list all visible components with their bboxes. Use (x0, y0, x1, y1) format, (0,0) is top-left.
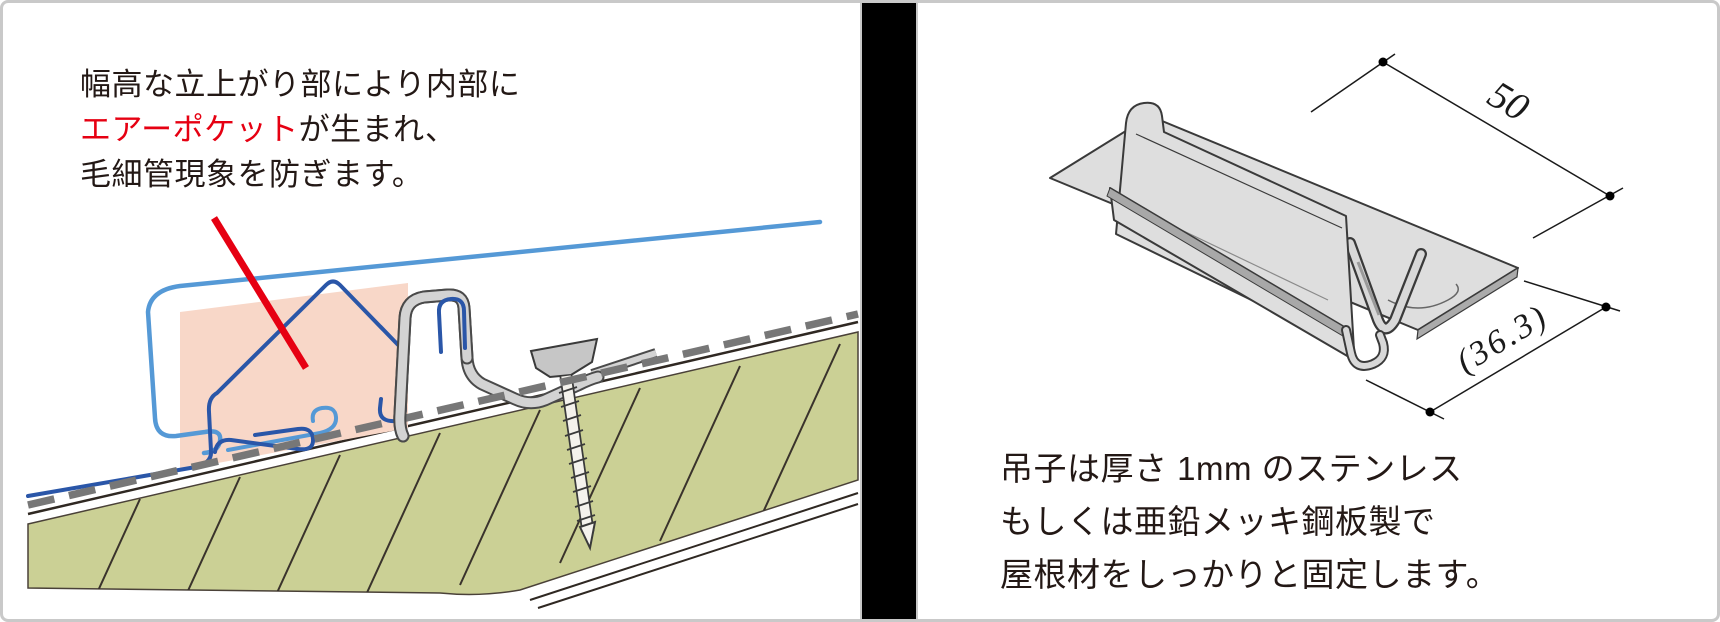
clip-front-plate (1106, 187, 1350, 358)
right-caption-line3: 屋根材をしっかりと固定します。 (1000, 556, 1500, 593)
dimension-dot (1605, 191, 1615, 201)
clip-v-fold (1344, 237, 1427, 335)
dimension-width (1310, 53, 1624, 239)
fastening-screw (529, 337, 599, 552)
dimension-dot (1601, 302, 1611, 312)
underlayment-dashed-line (27, 310, 859, 509)
dimension-depth (1365, 280, 1621, 420)
left-panel: 幅高な立上がり部により内部に エアーポケットが生まれ、 毛細管現象を防ぎます。 (26, 62, 859, 609)
air-pocket-pointer-line (211, 216, 309, 370)
left-caption-line2: エアーポケットが生まれ、 (80, 112, 457, 147)
panel-divider (860, 0, 918, 622)
left-caption-line1: 幅高な立上がり部により内部に (80, 67, 521, 102)
deck-board (27, 331, 859, 596)
screw-tip (578, 520, 597, 552)
right-caption: 吊子は厚さ 1mm のステンレス もしくは亜鉛メッキ鋼板製で 屋根材をしっかりと… (1000, 442, 1499, 601)
cap-inner-fold (226, 405, 339, 452)
air-pocket-highlight-text: エアーポケット (80, 112, 299, 147)
left-caption-line3: 毛細管現象を防ぎます。 (80, 157, 424, 192)
deck-hatch-lines (59, 343, 841, 595)
deck-top-line (27, 320, 859, 516)
right-panel: 50 (36.3) 吊子は厚さ 1mm のステンレス もしくは亜鉛メッキ鋼板製で… (918, 0, 1720, 622)
right-caption-line1: 吊子は厚さ 1mm のステンレス (1000, 450, 1463, 487)
dimension-dot (1378, 57, 1388, 67)
roof-deck (27, 320, 859, 609)
panel-hook-in-clip (436, 296, 467, 354)
air-pocket-area (180, 283, 408, 470)
left-caption: 幅高な立上がり部により内部に エアーポケットが生まれ、 毛細管現象を防ぎます。 (80, 62, 520, 197)
deck-edge-lines (529, 492, 859, 609)
screw-threads (558, 386, 596, 522)
screw-head (529, 337, 599, 379)
clip-3d-figure: 50 (36.3) (1049, 53, 1624, 420)
dimension-width-label: 50 (1481, 73, 1537, 130)
right-caption-line2: もしくは亜鉛メッキ鋼板製で (1000, 503, 1436, 540)
seam-cross-section-figure (26, 216, 859, 609)
seam-main-profile (26, 279, 407, 498)
lower-panel-seam (26, 279, 407, 498)
dimension-dot (1425, 407, 1435, 417)
hanger-clip-upright (393, 288, 474, 443)
seam-lower-fold (213, 426, 316, 454)
clip-u-bend (1341, 325, 1389, 371)
